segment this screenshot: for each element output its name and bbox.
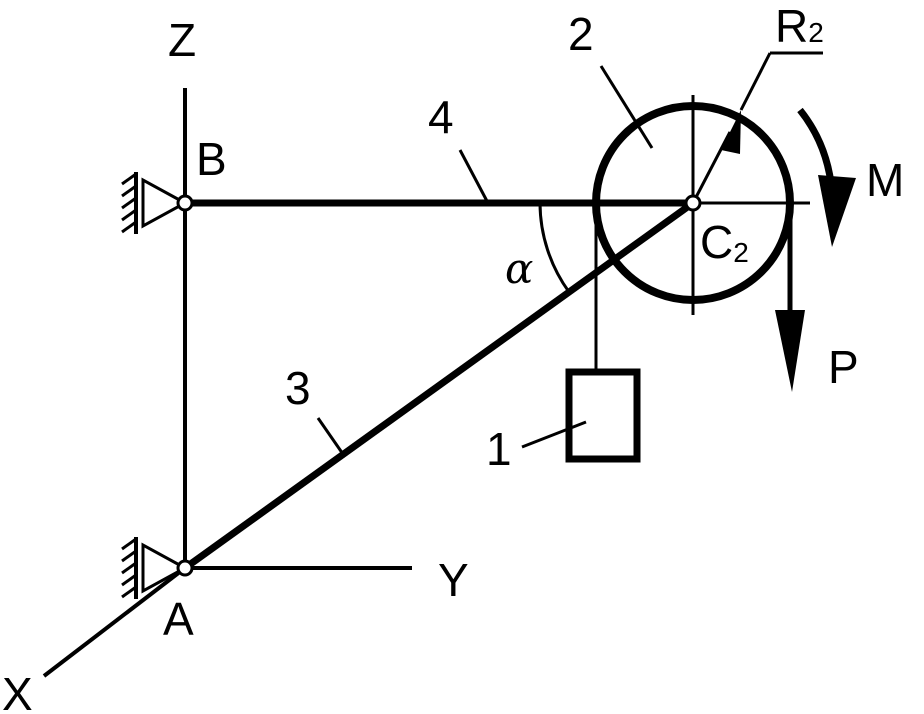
rod-4-leader (458, 149, 490, 204)
label-y: Y (438, 554, 469, 606)
x-axis (42, 566, 187, 678)
hinge-a (176, 559, 194, 577)
label-z: Z (168, 14, 196, 66)
hinge-b (176, 194, 194, 212)
radius-r2-arrowhead (721, 110, 741, 154)
label-c2-main: C (700, 216, 733, 268)
label-r2: R2 (775, 0, 824, 52)
radius-r2-leader (739, 52, 772, 111)
body-1 (565, 368, 641, 463)
label-m: M (866, 154, 904, 206)
support-a (121, 537, 189, 599)
wheel-2-leader (599, 65, 654, 149)
label-c2: C2 (700, 216, 749, 268)
label-a: A (163, 593, 194, 645)
label-x: X (2, 668, 33, 714)
label-member-4: 4 (428, 91, 454, 143)
label-member-3: 3 (285, 362, 311, 414)
angle-alpha-arc (538, 202, 571, 293)
radius-r2-line (691, 131, 732, 204)
support-b (121, 172, 189, 234)
hinge-c2 (684, 194, 702, 212)
label-r2-main: R (775, 0, 808, 52)
label-member-1: 1 (486, 423, 512, 475)
force-p-arrowhead (775, 310, 805, 392)
rod-3-leader (316, 417, 347, 458)
moment-m-arrowhead (818, 175, 856, 247)
body-1-leader (521, 420, 587, 449)
label-alpha: α (505, 244, 533, 293)
rod-3 (182, 200, 696, 571)
label-b: B (196, 133, 227, 185)
label-r2-sub: 2 (808, 17, 824, 48)
label-p: P (828, 341, 859, 393)
label-c2-sub: 2 (733, 237, 749, 268)
label-member-2: 2 (568, 8, 594, 60)
